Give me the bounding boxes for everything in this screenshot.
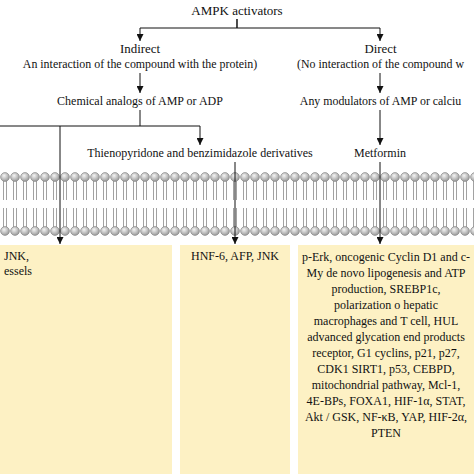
node-text: Direct	[290, 42, 471, 57]
node-text: Chemical analogs of AMP or ADP	[57, 94, 223, 109]
branch-label: Direct(No interaction of the compound w	[290, 42, 471, 72]
root-label: AMPK activators	[191, 3, 282, 18]
branch-line	[0, 126, 140, 127]
node-subtext: An interaction of the compound with the …	[5, 57, 275, 72]
branch-label: IndirectAn interaction of the compound w…	[5, 42, 275, 72]
flow-arrow	[140, 19, 237, 41]
node-text: Thienopyridone and benzimidazole derivat…	[87, 146, 313, 161]
node-text: AMPK activators	[191, 3, 282, 18]
lipid-bilayer	[0, 172, 474, 236]
flow-arrow	[380, 162, 381, 244]
flow-arrow	[140, 73, 141, 93]
flow-arrow	[235, 162, 236, 244]
flow-arrow	[140, 110, 200, 145]
target-box: p-Erk, oncogenic Cyclin D1 and c-My de n…	[298, 245, 474, 474]
node-subtext: (No interaction of the compound w	[290, 57, 471, 72]
node-text: Any modulators of AMP or calciu	[290, 94, 471, 109]
node-text: Indirect	[5, 42, 275, 57]
node-text: Metformin	[354, 146, 406, 161]
flow-arrow	[380, 110, 381, 145]
flow-arrow	[237, 19, 380, 41]
class-label: Chemical analogs of AMP or ADP	[57, 94, 223, 109]
class-label: Any modulators of AMP or calciu	[290, 94, 471, 109]
compound-label: Thienopyridone and benzimidazole derivat…	[87, 146, 313, 161]
branch-arrow	[60, 126, 61, 244]
node-text: JNK, essels	[4, 249, 44, 279]
compound-label: Metformin	[354, 146, 406, 161]
flow-arrow	[380, 73, 381, 93]
node-text: p-Erk, oncogenic Cyclin D1 and c-My de n…	[302, 249, 470, 441]
node-text: HNF-6, AFP, JNK	[184, 249, 286, 264]
target-box: JNK, essels	[0, 245, 172, 474]
target-box: HNF-6, AFP, JNK	[180, 245, 290, 474]
